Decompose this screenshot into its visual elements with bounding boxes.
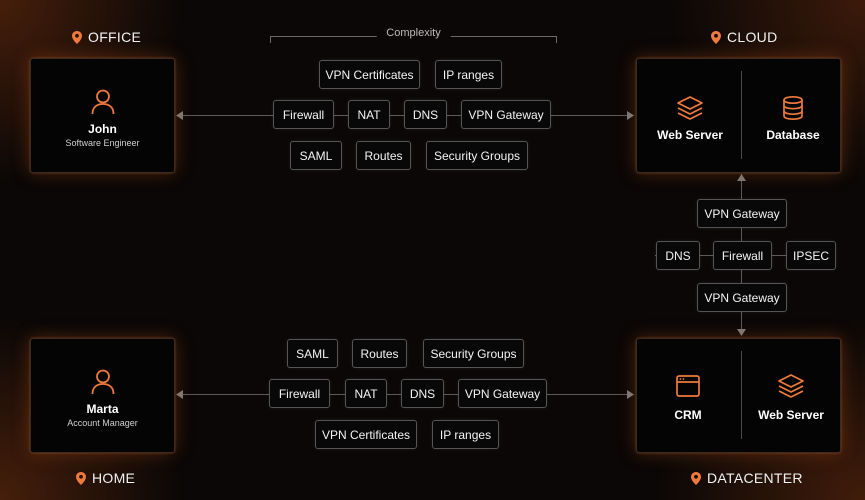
location-cloud-label: CLOUD [727, 29, 778, 45]
panel-divider [741, 351, 742, 439]
tag-security-groups: Security Groups [426, 141, 528, 170]
cloud-panel: Web Server Database [636, 58, 841, 173]
tag-saml: SAML [290, 141, 342, 170]
location-office-label: OFFICE [88, 29, 142, 45]
arrow-left-icon [176, 111, 183, 120]
location-datacenter: DATACENTER [691, 470, 803, 486]
tag-nat: NAT [348, 100, 390, 129]
person-name: John [88, 122, 117, 136]
tag-dns: DNS [656, 241, 700, 270]
tag-security-groups: Security Groups [423, 339, 524, 368]
location-home-label: HOME [92, 470, 136, 486]
service-label: Web Server [758, 408, 824, 422]
location-pin-icon [76, 471, 86, 485]
tag-vpn-certificates: VPN Certificates [315, 420, 417, 449]
home-panel: Marta Account Manager [30, 338, 175, 453]
person-name: Marta [86, 402, 119, 416]
location-pin-icon [711, 30, 721, 44]
service-label: Web Server [657, 128, 723, 142]
tag-saml: SAML [287, 339, 338, 368]
arrow-up-icon [737, 174, 746, 181]
cloud-database: Database [755, 95, 831, 142]
tag-dns: DNS [404, 100, 447, 129]
tag-vpn-gateway: VPN Gateway [461, 100, 551, 129]
tag-ipsec: IPSEC [786, 241, 836, 270]
arrow-right-icon [627, 111, 634, 120]
service-label: Database [766, 128, 820, 142]
datacenter-web-server: Web Server [751, 373, 831, 422]
user-icon [91, 89, 114, 115]
arrow-down-icon [737, 329, 746, 336]
tag-vpn-gateway: VPN Gateway [697, 283, 787, 312]
datacenter-panel: CRM Web Server [636, 338, 841, 453]
cloud-web-server: Web Server [651, 95, 729, 142]
service-label: CRM [674, 408, 702, 422]
location-office: OFFICE [72, 29, 141, 45]
arrow-left-icon [176, 390, 183, 399]
tag-routes: Routes [352, 339, 407, 368]
datacenter-crm: CRM [649, 373, 727, 422]
arrow-right-icon [627, 390, 634, 399]
layers-icon [677, 96, 703, 120]
person-marta: Marta Account Manager [31, 369, 174, 428]
person-role: Account Manager [67, 418, 138, 428]
location-cloud: CLOUD [711, 29, 778, 45]
location-datacenter-label: DATACENTER [707, 470, 803, 486]
complexity-bracket: Complexity [270, 27, 557, 43]
complexity-label: Complexity [376, 27, 451, 39]
tag-ip-ranges: IP ranges [435, 60, 502, 89]
office-panel: John Software Engineer [30, 58, 175, 173]
tag-vpn-gateway: VPN Gateway [697, 199, 787, 228]
layers-icon [778, 374, 804, 398]
tag-firewall: Firewall [273, 100, 334, 129]
person-john: John Software Engineer [31, 89, 174, 148]
database-icon [783, 95, 803, 121]
tag-firewall: Firewall [269, 379, 330, 408]
location-pin-icon [72, 30, 82, 44]
tag-vpn-certificates: VPN Certificates [319, 60, 420, 89]
tag-vpn-gateway: VPN Gateway [458, 379, 547, 408]
person-role: Software Engineer [65, 138, 140, 148]
location-pin-icon [691, 471, 701, 485]
user-icon [91, 369, 114, 395]
location-home: HOME [76, 470, 135, 486]
tag-nat: NAT [345, 379, 387, 408]
app-window-icon [676, 375, 700, 397]
tag-firewall: Firewall [713, 241, 772, 270]
tag-dns: DNS [401, 379, 444, 408]
tag-routes: Routes [356, 141, 411, 170]
panel-divider [741, 71, 742, 159]
tag-ip-ranges: IP ranges [432, 420, 499, 449]
